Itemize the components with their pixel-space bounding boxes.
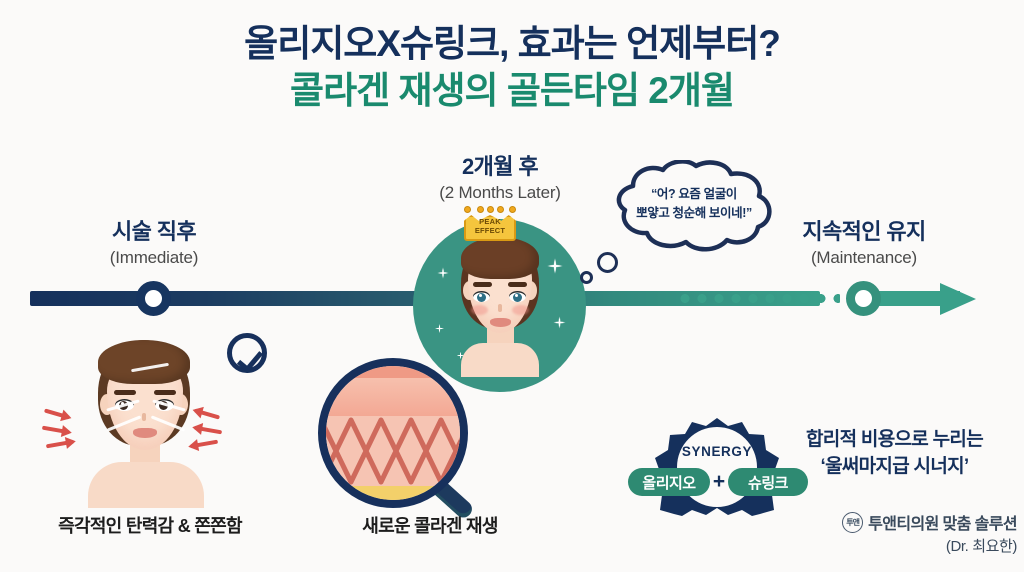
lift-arrow-icon bbox=[193, 408, 221, 420]
clinic-signature: 투앤 투앤티의원 맞춤 솔루션 (Dr. 최요한) bbox=[772, 510, 1018, 556]
timeline-dotted-segment bbox=[680, 293, 840, 304]
magnifier-lens bbox=[318, 358, 468, 508]
check-badge bbox=[227, 333, 267, 373]
bubble-line-1: “어? 요즘 얼굴이 bbox=[651, 187, 737, 201]
shoulders bbox=[461, 343, 539, 377]
sparkle-icon bbox=[455, 350, 466, 361]
treatment-pill-oligio: 올리지오 bbox=[628, 468, 710, 496]
stage-label-maintenance-en: (Maintenance) bbox=[810, 247, 918, 267]
crown-jewel-icon bbox=[497, 206, 504, 213]
peak-effect-crown-badge: PEAK EFFECT bbox=[462, 205, 518, 243]
clinic-name: 투앤티의원 맞춤 솔루션 bbox=[868, 516, 1018, 533]
synergy-badge: SYNERGY 올리지오 + 슈링크 bbox=[622, 418, 812, 516]
timeline-node-immediate bbox=[136, 281, 171, 316]
value-proposition-text: 합리적 비용으로 누리는 ‘울써마지급 시너지’ bbox=[772, 427, 1017, 481]
collagen-magnifier-illustration bbox=[318, 358, 480, 521]
crown-label-line-2: EFFECT bbox=[474, 225, 506, 235]
doctor-name: (Dr. 최요한) bbox=[945, 538, 1018, 555]
left-face-illustration bbox=[86, 338, 206, 508]
stage-label-immediate: 시술 직후 (Immediate) bbox=[38, 218, 270, 268]
hair-front bbox=[98, 340, 190, 384]
stage-label-immediate-ko: 시술 직후 bbox=[111, 219, 197, 244]
lips bbox=[490, 318, 511, 327]
lift-arrow-icon bbox=[43, 408, 71, 420]
crown-jewel-icon bbox=[477, 206, 484, 213]
stage-label-maintenance-ko: 지속적인 유지 bbox=[802, 219, 926, 244]
center-face-illustration bbox=[413, 219, 586, 392]
stage-label-two-months-ko: 2개월 후 bbox=[461, 154, 539, 179]
nose bbox=[142, 413, 146, 421]
stage-label-two-months-en: (2 Months Later) bbox=[439, 182, 561, 202]
value-line-1: 합리적 비용으로 누리는 bbox=[806, 429, 984, 450]
shoulders bbox=[88, 462, 204, 508]
nose bbox=[498, 304, 502, 312]
lift-arrow-icon bbox=[45, 439, 75, 449]
caption-immediate-result: 즉각적인 탄력감 & 쫀쫀함 bbox=[58, 516, 243, 536]
eyebrow-right bbox=[508, 282, 527, 287]
bubble-line-2: 뽀얗고 청순해 보이네!” bbox=[636, 205, 752, 220]
plus-icon: + bbox=[712, 470, 726, 493]
timeline-arrow-head-icon bbox=[940, 283, 976, 315]
timeline-node-maintenance bbox=[846, 281, 881, 316]
eyebrow-left bbox=[473, 282, 492, 287]
sparkle-icon bbox=[433, 322, 446, 335]
signature-row: 투앤 투앤티의원 맞춤 솔루션 bbox=[772, 510, 1018, 534]
lips bbox=[133, 428, 157, 438]
lift-arrow-icon bbox=[193, 425, 223, 435]
crown-jewel-icon bbox=[487, 206, 494, 213]
eyebrow-left bbox=[114, 390, 136, 395]
timeline-arrow-shaft bbox=[860, 291, 960, 306]
value-line-2: ‘울써마지급 시너지’ bbox=[820, 455, 970, 477]
fat-layer bbox=[326, 486, 460, 500]
hair-front bbox=[461, 237, 539, 279]
blush-right bbox=[512, 305, 529, 315]
stage-label-two-months: 2개월 후 (2 Months Later) bbox=[385, 153, 615, 203]
eyebrow-right bbox=[154, 390, 176, 395]
clinic-logo-icon: 투앤 bbox=[842, 511, 864, 533]
sparkle-icon bbox=[544, 255, 566, 277]
sparkle-icon bbox=[435, 265, 451, 281]
epidermis-layer bbox=[326, 378, 460, 416]
crown-jewel-icon bbox=[509, 206, 516, 213]
title-line-2: 콜라겐 재생의 골든타임 2개월 bbox=[290, 69, 735, 111]
stage-label-maintenance: 지속적인 유지 (Maintenance) bbox=[748, 218, 980, 268]
immediate-result-illustration bbox=[41, 330, 292, 508]
stage-label-immediate-en: (Immediate) bbox=[109, 247, 199, 267]
crown-jewel-icon bbox=[464, 206, 471, 213]
thought-bubble-dot-small bbox=[580, 271, 593, 284]
crown-label: PEAK EFFECT bbox=[464, 217, 516, 235]
pupil-right bbox=[513, 293, 522, 302]
eye-right bbox=[509, 291, 526, 302]
blush-left bbox=[471, 305, 488, 315]
crown-icon bbox=[464, 215, 516, 241]
title-line-1: 올리지오X슈링크, 효과는 언제부터? bbox=[244, 23, 781, 64]
eye-left bbox=[473, 291, 490, 302]
treatment-pill-shurink: 슈링크 bbox=[728, 468, 808, 496]
synergy-label: SYNERGY bbox=[681, 444, 753, 459]
pupil-left bbox=[477, 293, 486, 302]
check-icon bbox=[236, 345, 264, 373]
thought-bubble-text: “어? 요즘 얼굴이 뽀얗고 청순해 보이네!” bbox=[615, 185, 773, 223]
sparkle-icon bbox=[551, 314, 568, 331]
skin-surface-layer bbox=[326, 366, 460, 378]
page-title: 올리지오X슈링크, 효과는 언제부터? 콜라겐 재생의 골든타임 2개월 bbox=[0, 22, 1024, 112]
caption-collagen-regeneration: 새로운 콜라겐 재생 bbox=[362, 516, 498, 536]
center-portrait-circle bbox=[413, 219, 586, 392]
lift-arrow-icon bbox=[41, 425, 71, 435]
collagen-mesh-icon bbox=[326, 417, 460, 485]
thought-bubble-dot-large bbox=[597, 252, 618, 273]
thought-bubble-cloud-icon bbox=[616, 160, 772, 252]
crown-label-line-1: PEAK bbox=[479, 217, 501, 226]
thought-bubble: “어? 요즘 얼굴이 뽀얗고 청순해 보이네!” bbox=[601, 160, 787, 256]
dermis-layer bbox=[326, 416, 460, 486]
